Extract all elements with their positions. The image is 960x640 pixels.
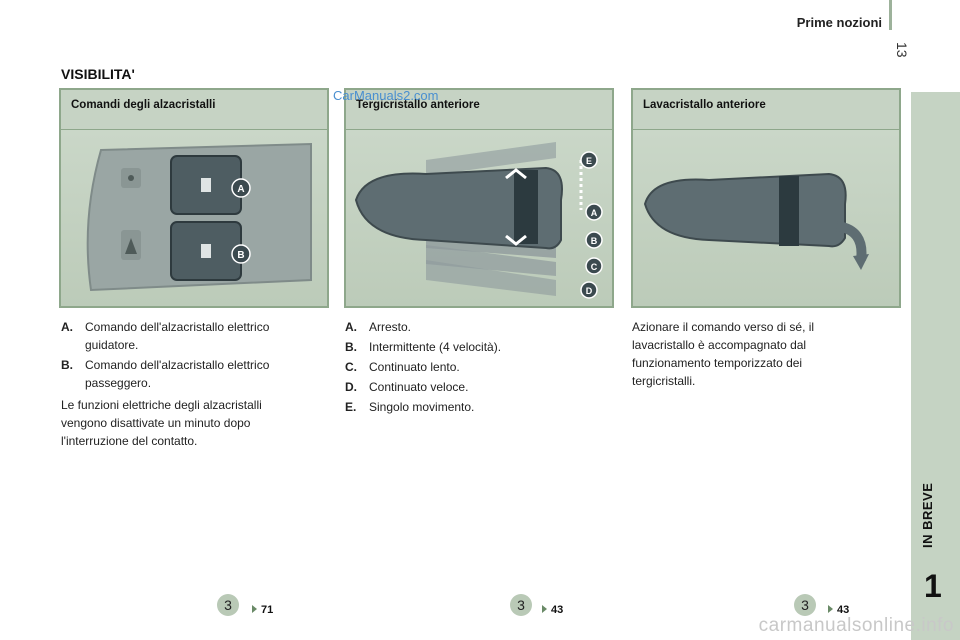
column-front-washer: Azionare il comando verso di sé, il lava… bbox=[632, 318, 862, 390]
body-paragraph: Azionare il comando verso di sé, il lava… bbox=[632, 320, 815, 388]
window-switch-illustration: A B bbox=[61, 130, 327, 306]
chapter-side-tab bbox=[911, 92, 960, 640]
panel-title: Comandi degli alzacristalli bbox=[61, 90, 327, 130]
column-front-wiper: A.Arresto. B.Intermittente (4 velocità).… bbox=[345, 318, 595, 418]
triangle-right-icon bbox=[542, 605, 547, 613]
list-item: E.Singolo movimento. bbox=[345, 400, 475, 414]
list-item: C.Continuato lento. bbox=[345, 360, 460, 374]
body-paragraph: Le funzioni elettriche degli alzacristal… bbox=[61, 398, 262, 448]
watermark-text: CarManuals2.com bbox=[333, 88, 439, 103]
panel-title: Lavacristallo anteriore bbox=[633, 90, 899, 130]
callout-e: E bbox=[580, 151, 598, 169]
svg-text:B: B bbox=[591, 236, 598, 246]
column-window-controls: A. Comando dell'alzacristallo elettrico … bbox=[61, 318, 311, 450]
header-rule bbox=[889, 0, 892, 30]
chapter-label: IN BREVE bbox=[920, 482, 935, 548]
panel-window-controls: Comandi degli alzacristalli A B bbox=[59, 88, 329, 308]
callout-b: B bbox=[585, 231, 603, 249]
running-header: Prime nozioni bbox=[796, 15, 882, 30]
page-number: 13 bbox=[894, 42, 910, 58]
triangle-right-icon bbox=[828, 605, 833, 613]
callout-a: A bbox=[585, 203, 603, 221]
svg-text:A: A bbox=[237, 184, 244, 195]
svg-text:C: C bbox=[591, 262, 598, 272]
panel-front-washer: Lavacristallo anteriore bbox=[631, 88, 901, 308]
reference-badge: 3 bbox=[510, 594, 532, 616]
callout-d: D bbox=[580, 281, 598, 299]
page-reference-link[interactable]: 43 bbox=[542, 604, 563, 616]
callout-b: B bbox=[231, 244, 251, 264]
svg-text:A: A bbox=[591, 208, 598, 218]
chapter-number: 1 bbox=[924, 568, 942, 604]
washer-stalk-illustration bbox=[633, 130, 899, 306]
svg-text:E: E bbox=[586, 156, 592, 166]
list-item: D.Continuato veloce. bbox=[345, 380, 469, 394]
svg-text:B: B bbox=[237, 250, 244, 261]
reference-badge: 3 bbox=[217, 594, 239, 616]
page-reference-link[interactable]: 43 bbox=[828, 604, 849, 616]
page-reference-link[interactable]: 71 bbox=[252, 604, 273, 616]
panel-title: Tergicristallo anteriore bbox=[346, 90, 612, 130]
triangle-right-icon bbox=[252, 605, 257, 613]
panel-front-wiper: Tergicristallo anteriore E A B bbox=[344, 88, 614, 308]
wiper-stalk-illustration: E A B C D bbox=[346, 130, 612, 306]
section-title: VISIBILITA' bbox=[61, 66, 135, 82]
list-item: A. Comando dell'alzacristallo elettrico … bbox=[61, 320, 270, 352]
list-item: B. Comando dell'alzacristallo elettrico … bbox=[61, 358, 270, 390]
callout-a: A bbox=[231, 178, 251, 198]
list-item: A.Arresto. bbox=[345, 320, 412, 334]
svg-text:D: D bbox=[586, 286, 593, 296]
reference-badge: 3 bbox=[794, 594, 816, 616]
list-item: B.Intermittente (4 velocità). bbox=[345, 340, 502, 354]
callout-c: C bbox=[585, 257, 603, 275]
footer-watermark: carmanualsonline.info bbox=[758, 615, 954, 636]
